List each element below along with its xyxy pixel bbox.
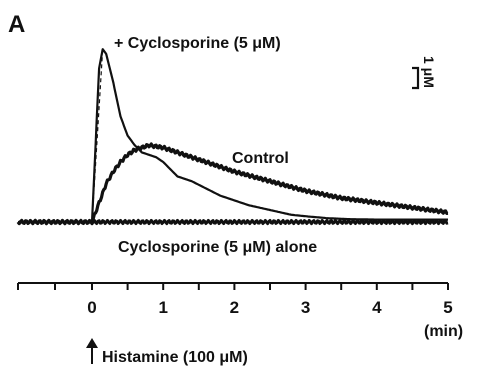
x-tick-label: 4 <box>372 298 382 317</box>
stimulus-label: Histamine (100 μM) <box>102 349 248 366</box>
series-label-cyclosporine-alone: Cyclosporine (5 μM) alone <box>118 239 317 256</box>
x-axis-label: (min) <box>424 323 463 340</box>
series-layer <box>16 48 449 226</box>
series-line-cyclosporine-alone <box>16 218 449 226</box>
x-tick-label: 3 <box>301 298 310 317</box>
x-tick-label: 5 <box>443 298 452 317</box>
series-label-control: Control <box>232 150 289 167</box>
series-line-cyclosporine-histamine <box>18 48 448 224</box>
x-tick-label: 1 <box>158 298 167 317</box>
x-axis: 0 1 2 3 4 5 <box>17 282 453 317</box>
x-tick-label: 0 <box>87 298 96 317</box>
x-tick-label: 2 <box>230 298 239 317</box>
scale-bar-label: 1 μM <box>421 56 437 88</box>
scale-bar: 1 μM <box>412 56 437 90</box>
rise-dashed-line <box>91 49 104 223</box>
series-label-cyclosporine-histamine: + Cyclosporine (5 μM) <box>114 35 281 52</box>
panel-label: A <box>8 11 25 38</box>
arrow-head-icon <box>86 338 98 348</box>
stimulus-marker <box>86 338 98 364</box>
